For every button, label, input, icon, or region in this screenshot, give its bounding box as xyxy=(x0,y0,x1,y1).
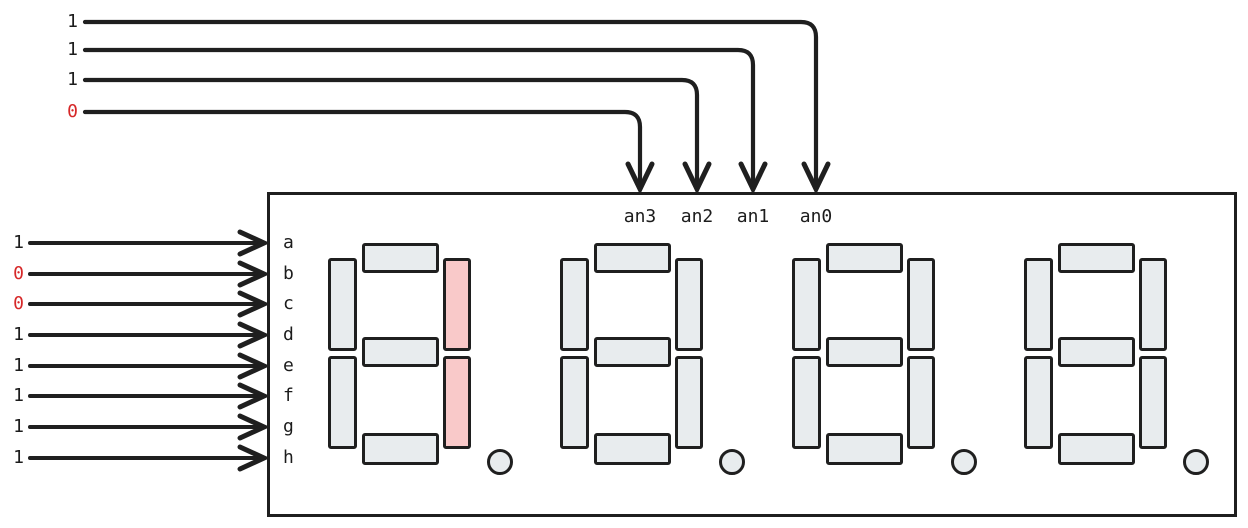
segment-wire-arrowhead-b xyxy=(237,260,271,288)
digit-an3-segment-d xyxy=(362,433,439,465)
anode-value-an0: 1 xyxy=(67,11,78,32)
digit-an0 xyxy=(1024,192,1210,492)
anode-label-an0: an0 xyxy=(799,206,833,227)
digit-an1-segment-d xyxy=(826,433,903,465)
anode-wire-an3 xyxy=(82,109,643,187)
digit-an1-decimal-point xyxy=(951,449,977,475)
anode-wire-arrowhead-an2 xyxy=(682,161,712,195)
segment-label-g: g xyxy=(283,416,294,437)
digit-an3-decimal-point xyxy=(487,449,513,475)
segment-wire-arrowhead-c xyxy=(237,290,271,318)
digit-an1-segment-a xyxy=(826,243,903,273)
anode-value-an3: 0 xyxy=(67,101,78,122)
segment-label-e: e xyxy=(283,355,294,376)
digit-an0-segment-e xyxy=(1024,356,1053,449)
anode-wire-an0 xyxy=(82,19,819,187)
digit-an2-segment-a xyxy=(594,243,671,273)
segment-value-e: 1 xyxy=(13,355,24,376)
segment-wire-arrowhead-d xyxy=(237,321,271,349)
segment-wire-arrowhead-g xyxy=(237,413,271,441)
digit-an0-segment-c xyxy=(1139,356,1167,449)
digit-an1 xyxy=(792,192,978,492)
digit-an3-segment-a xyxy=(362,243,439,273)
segment-wire-arrowhead-a xyxy=(237,229,271,257)
anode-label-an3: an3 xyxy=(623,206,657,227)
digit-an1-segment-g xyxy=(826,337,903,367)
anode-value-an2: 1 xyxy=(67,69,78,90)
digit-an2-segment-b xyxy=(675,258,703,351)
anode-wire-an2 xyxy=(82,77,700,187)
segment-value-b: 0 xyxy=(13,263,24,284)
digit-an0-decimal-point xyxy=(1183,449,1209,475)
digit-an0-segment-d xyxy=(1058,433,1135,465)
anode-label-an2: an2 xyxy=(680,206,714,227)
digit-an2-segment-g xyxy=(594,337,671,367)
segment-wire-arrowhead-h xyxy=(237,444,271,472)
digit-an3 xyxy=(328,192,514,492)
segment-value-c: 0 xyxy=(13,293,24,314)
segment-wire-arrowhead-e xyxy=(237,352,271,380)
segment-label-c: c xyxy=(283,293,294,314)
anode-wire-arrowhead-an1 xyxy=(738,161,768,195)
segment-label-d: d xyxy=(283,324,294,345)
segment-value-g: 1 xyxy=(13,416,24,437)
digit-an3-segment-g xyxy=(362,337,439,367)
digit-an2-segment-f xyxy=(560,258,589,351)
digit-an0-segment-f xyxy=(1024,258,1053,351)
segment-value-a: 1 xyxy=(13,232,24,253)
digit-an3-segment-c xyxy=(443,356,471,449)
digit-an2-segment-c xyxy=(675,356,703,449)
segment-value-f: 1 xyxy=(13,385,24,406)
digit-an3-segment-b xyxy=(443,258,471,351)
digit-an3-segment-f xyxy=(328,258,357,351)
digit-an2 xyxy=(560,192,746,492)
anode-wire-arrowhead-an0 xyxy=(801,161,831,195)
segment-value-h: 1 xyxy=(13,447,24,468)
digit-an1-segment-f xyxy=(792,258,821,351)
anode-wire-an1 xyxy=(82,47,756,187)
segment-label-b: b xyxy=(283,263,294,284)
anode-value-an1: 1 xyxy=(67,39,78,60)
digit-an0-segment-g xyxy=(1058,337,1135,367)
segment-label-a: a xyxy=(283,232,294,253)
anode-label-an1: an1 xyxy=(736,206,770,227)
digit-an1-segment-c xyxy=(907,356,935,449)
digit-an2-segment-e xyxy=(560,356,589,449)
digit-an2-decimal-point xyxy=(719,449,745,475)
digit-an3-segment-e xyxy=(328,356,357,449)
segment-value-d: 1 xyxy=(13,324,24,345)
digit-an1-segment-e xyxy=(792,356,821,449)
digit-an0-segment-b xyxy=(1139,258,1167,351)
segment-label-f: f xyxy=(283,385,294,406)
segment-label-h: h xyxy=(283,447,294,468)
anode-wire-arrowhead-an3 xyxy=(625,161,655,195)
digit-an2-segment-d xyxy=(594,433,671,465)
digit-an0-segment-a xyxy=(1058,243,1135,273)
digit-an1-segment-b xyxy=(907,258,935,351)
segment-wire-arrowhead-f xyxy=(237,382,271,410)
